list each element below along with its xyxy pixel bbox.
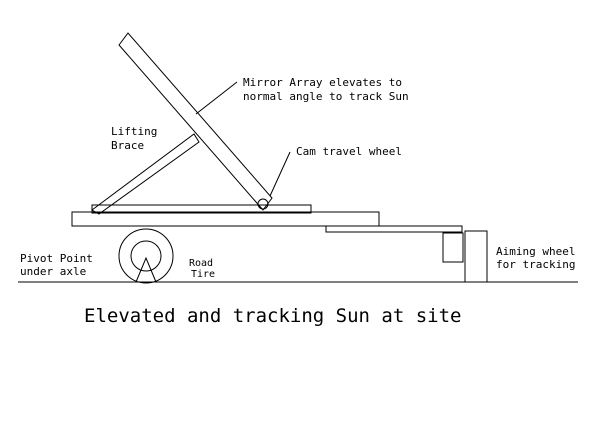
mirror-array-label-line1: Mirror Array elevates to <box>243 76 402 89</box>
road-tire-label-line1: Road <box>189 258 213 269</box>
diagram-caption: Elevated and tracking Sun at site <box>84 305 462 327</box>
cam-wheel-label: Cam travel wheel <box>296 145 402 158</box>
leader-mirror-array <box>195 81 238 115</box>
aiming-wheel-label-line2: for tracking <box>496 258 575 271</box>
mirror-base-plate <box>91 204 312 214</box>
lifting-brace-label-line2: Brace <box>111 139 144 152</box>
road-tire-inner <box>130 240 162 272</box>
cam-travel-wheel <box>257 198 269 210</box>
pivot-point-label-line2: under axle <box>20 265 86 278</box>
lifting-brace-label-line1: Lifting <box>111 125 157 138</box>
pivot-marker <box>135 256 157 283</box>
mirror-array-label-line2: normal angle to track Sun <box>243 90 409 103</box>
mirror-array <box>118 32 273 211</box>
road-tire-label-line2: Tire <box>191 269 215 280</box>
aiming-wheel-bracket <box>442 232 464 263</box>
trailer-tongue <box>325 225 463 233</box>
lifting-brace <box>91 133 200 215</box>
road-tire-outer <box>118 228 174 284</box>
leader-cam-wheel <box>269 151 291 197</box>
trailer-platform <box>71 211 380 227</box>
pivot-point-label-line1: Pivot Point <box>20 252 93 265</box>
aiming-wheel <box>464 230 488 283</box>
aiming-wheel-label-line1: Aiming wheel <box>496 245 575 258</box>
